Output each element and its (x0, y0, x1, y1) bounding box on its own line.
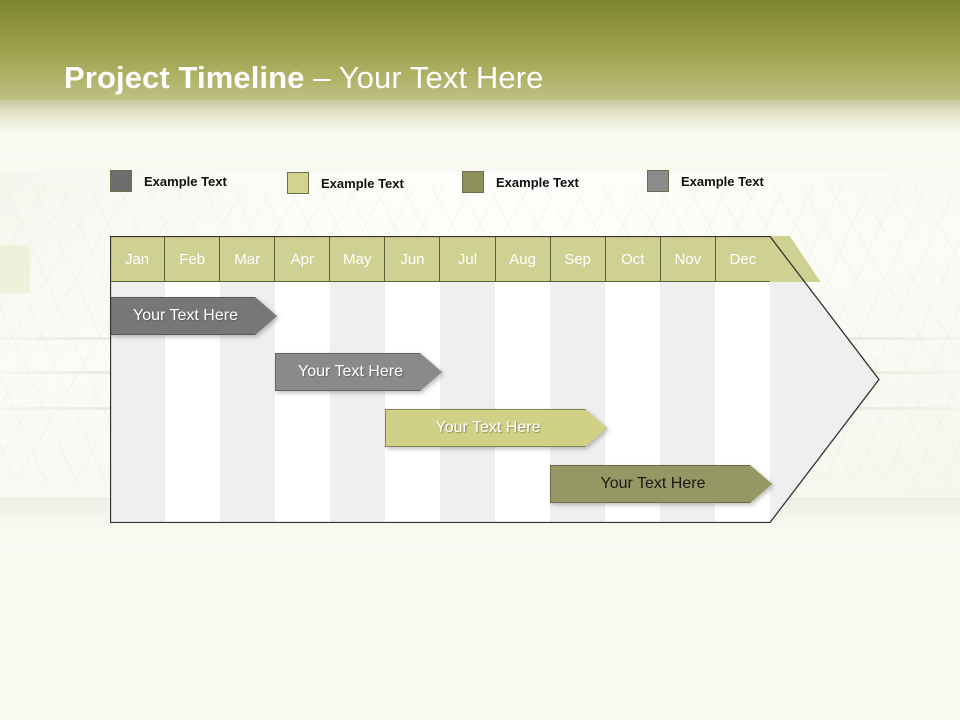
task-bar-1[interactable]: Your Text Here (110, 297, 277, 335)
legend-item-3[interactable]: Example Text (462, 171, 579, 193)
grid-column-aug (495, 282, 550, 523)
page-title-separator: – (304, 60, 339, 95)
task-bar-label-4: Your Text Here (600, 475, 706, 492)
legend-label-4: Example Text (681, 173, 764, 189)
legend-swatch-icon-4 (647, 170, 669, 192)
month-header-mar: Mar (220, 236, 276, 282)
month-header-dec: Dec (715, 236, 770, 282)
task-bar-4[interactable]: Your Text Here (550, 465, 772, 503)
legend-swatch-icon-1 (110, 170, 132, 192)
task-bar-label-2: Your Text Here (298, 363, 403, 380)
task-bar-label-1: Your Text Here (133, 307, 238, 324)
month-header-nov: Nov (660, 236, 716, 282)
legend-swatch-icon-2 (287, 172, 309, 194)
month-header-feb: Feb (165, 236, 221, 282)
legend-item-2[interactable]: Example Text (287, 172, 404, 194)
month-header-jun: Jun (385, 236, 441, 282)
legend-label-3: Example Text (496, 174, 579, 190)
title-band (0, 0, 960, 112)
grid-column-jul (440, 282, 495, 523)
month-header-jan: Jan (110, 236, 166, 282)
grid-column-may (330, 282, 385, 523)
task-bar-2[interactable]: Your Text Here (275, 353, 442, 391)
page-title-bold: Project Timeline (64, 60, 305, 95)
legend-swatch-icon-3 (462, 171, 484, 193)
legend-item-1[interactable]: Example Text (110, 170, 227, 192)
grid-column-apr (275, 282, 330, 523)
page-title: Project Timeline – Your Text Here (64, 60, 543, 96)
task-bar-label-3: Your Text Here (435, 419, 541, 436)
month-header-jul: Jul (440, 236, 496, 282)
timeline-arrow-head (770, 236, 880, 523)
month-header-oct: Oct (605, 236, 661, 282)
month-header-apr: Apr (275, 236, 331, 282)
legend-item-4[interactable]: Example Text (647, 170, 764, 192)
grid-column-jun (385, 282, 440, 523)
arrow-head-header-band (770, 236, 821, 282)
month-header-may: May (330, 236, 386, 282)
task-bar-3[interactable]: Your Text Here (385, 409, 607, 447)
background-left-swatch (0, 245, 30, 293)
page-title-light: Your Text Here (338, 60, 544, 95)
legend-label-1: Example Text (144, 173, 227, 189)
title-band-fade (0, 100, 960, 134)
month-header-aug: Aug (495, 236, 551, 282)
legend-label-2: Example Text (321, 175, 404, 191)
month-header-sep: Sep (550, 236, 606, 282)
